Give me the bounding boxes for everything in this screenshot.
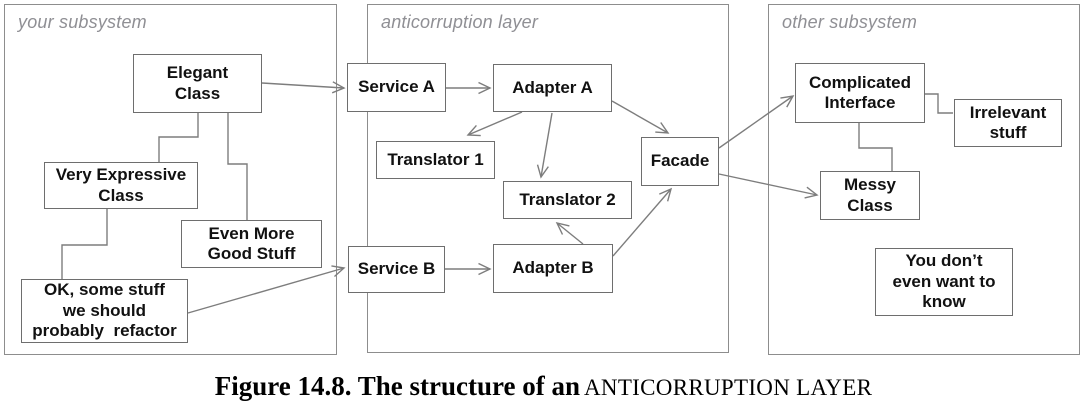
node-complicated-interface: Complicated Interface <box>795 63 925 123</box>
node-very-expressive-class: Very Expressive Class <box>44 162 198 209</box>
node-you-dont-want-to-know: You don’t even want to know <box>875 248 1013 316</box>
node-translator-2: Translator 2 <box>503 181 632 219</box>
node-adapter-a: Adapter A <box>493 64 612 112</box>
node-elegant-class: Elegant Class <box>133 54 262 113</box>
other-subsystem-label: other subsystem <box>782 12 918 32</box>
node-ok-refactor: OK, some stuff we should probably refact… <box>21 279 188 343</box>
anticorruption-layer-label: anticorruption layer <box>381 12 539 32</box>
node-even-more-good-stuff: Even More Good Stuff <box>181 220 322 268</box>
caption-main-text: Figure 14.8. The structure of an <box>214 371 581 401</box>
caption-pattern-name: ANTICORRUPTION LAYER <box>584 375 873 400</box>
node-translator-1: Translator 1 <box>376 141 495 179</box>
node-adapter-b: Adapter B <box>493 244 613 293</box>
node-service-b: Service B <box>348 246 445 293</box>
node-service-a: Service A <box>347 63 446 112</box>
node-facade: Facade <box>641 137 719 186</box>
node-messy-class: Messy Class <box>820 171 920 220</box>
node-irrelevant-stuff: Irrelevant stuff <box>954 99 1062 147</box>
figure-caption: Figure 14.8. The structure of an ANTICOR… <box>0 371 1087 402</box>
your-subsystem-label: your subsystem <box>18 12 147 32</box>
